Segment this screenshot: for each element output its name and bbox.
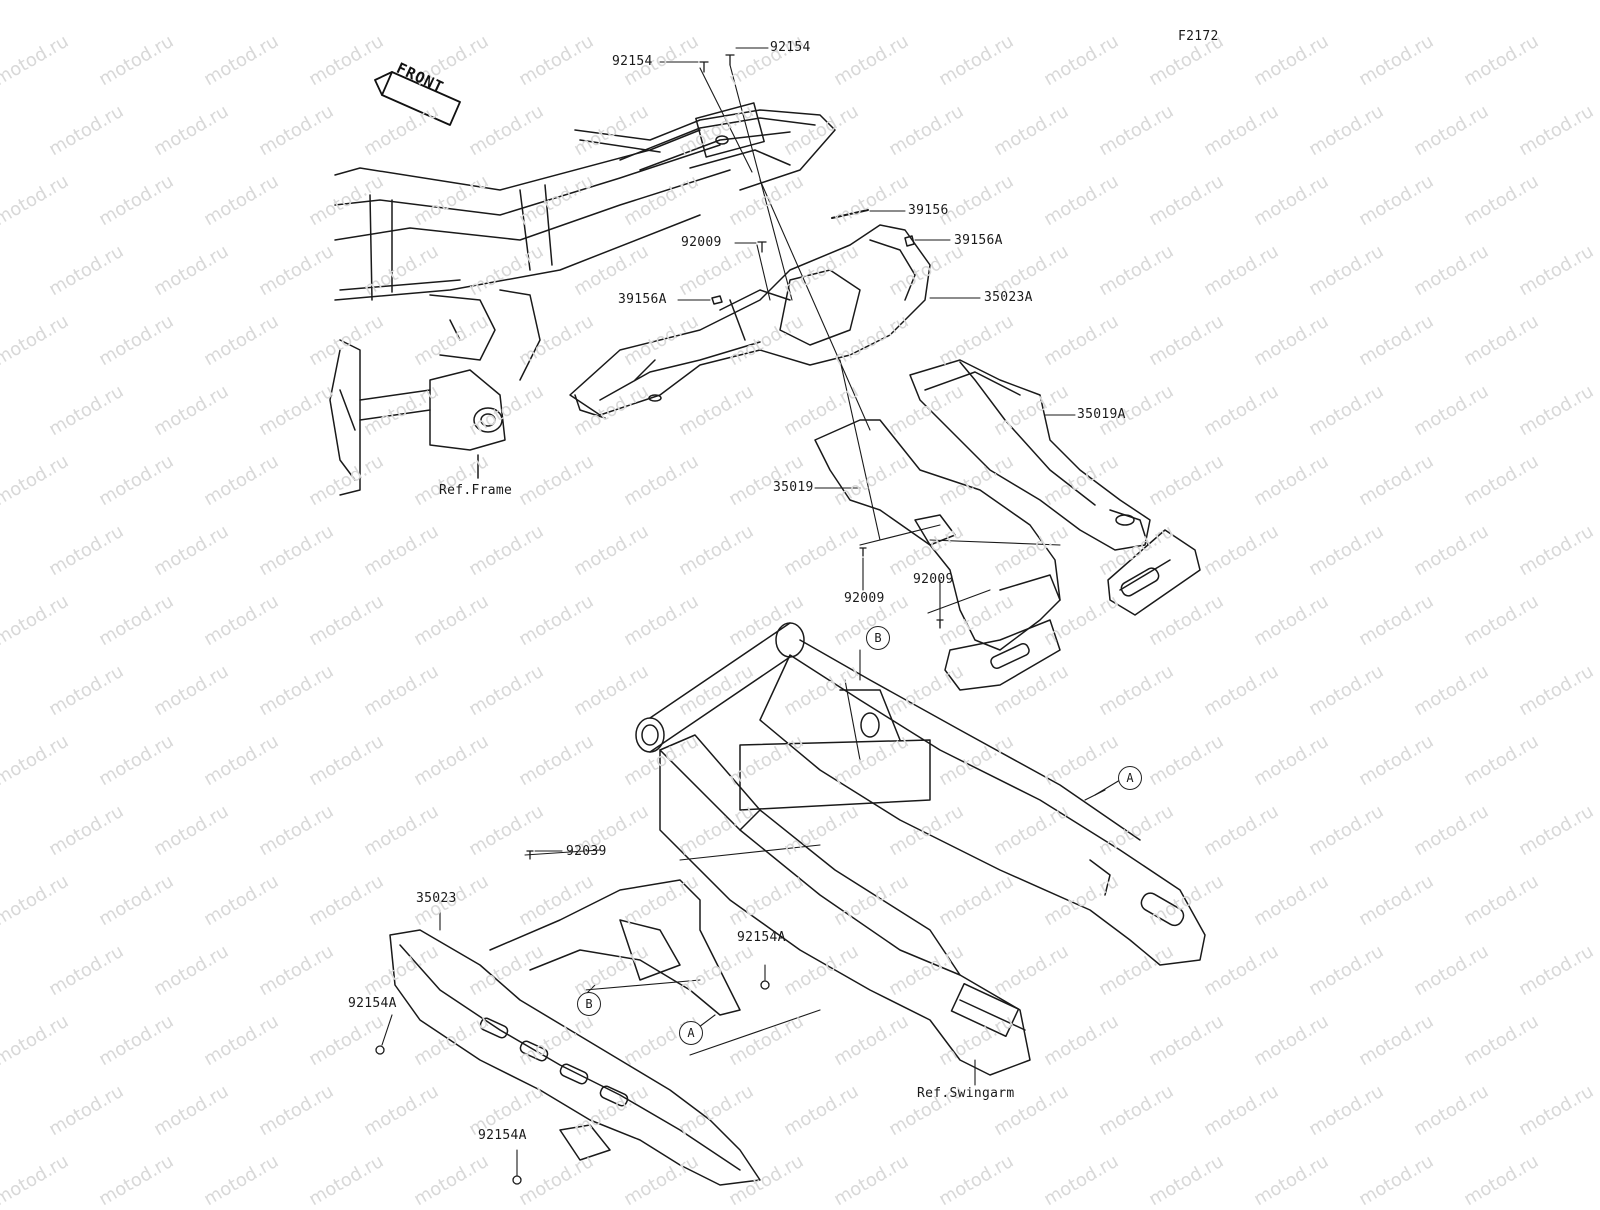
marker-a: A: [1118, 766, 1142, 790]
part-label-92154: 92154: [612, 54, 653, 69]
part-label-92009: 92009: [913, 572, 954, 587]
part-label-92154a: 92154A: [348, 996, 397, 1011]
part-label-39156a: 39156A: [954, 233, 1003, 248]
marker-b: B: [866, 626, 890, 650]
bolts: [375, 54, 944, 1185]
part-label-39156: 39156: [908, 203, 949, 218]
part-label-35023: 35023: [416, 891, 457, 906]
part-label-92154a: 92154A: [737, 930, 786, 945]
part-label-92009: 92009: [844, 591, 885, 606]
part-35023: [389, 879, 761, 1186]
swingarm: [635, 622, 1206, 1076]
marker-b: B: [577, 992, 601, 1016]
part-label-35019a: 35019A: [1077, 407, 1126, 422]
part-label-92154: 92154: [770, 40, 811, 55]
part-label-92154a: 92154A: [478, 1128, 527, 1143]
part-label-35023a: 35023A: [984, 290, 1033, 305]
frame-assembly: [329, 102, 836, 496]
part-label-39156a: 39156A: [618, 292, 667, 307]
ref-swingarm-label: Ref.Swingarm: [917, 1086, 1015, 1101]
part-35019: [814, 419, 1061, 691]
part-35023a: [569, 224, 931, 419]
ref-frame-label: Ref.Frame: [439, 483, 513, 498]
part-label-92039: 92039: [566, 844, 607, 859]
marker-a: A: [679, 1021, 703, 1045]
part-label-35019: 35019: [773, 480, 814, 495]
part-label-92009: 92009: [681, 235, 722, 250]
figure-code: F2172: [1178, 29, 1219, 44]
part-35019a: [909, 359, 1201, 616]
